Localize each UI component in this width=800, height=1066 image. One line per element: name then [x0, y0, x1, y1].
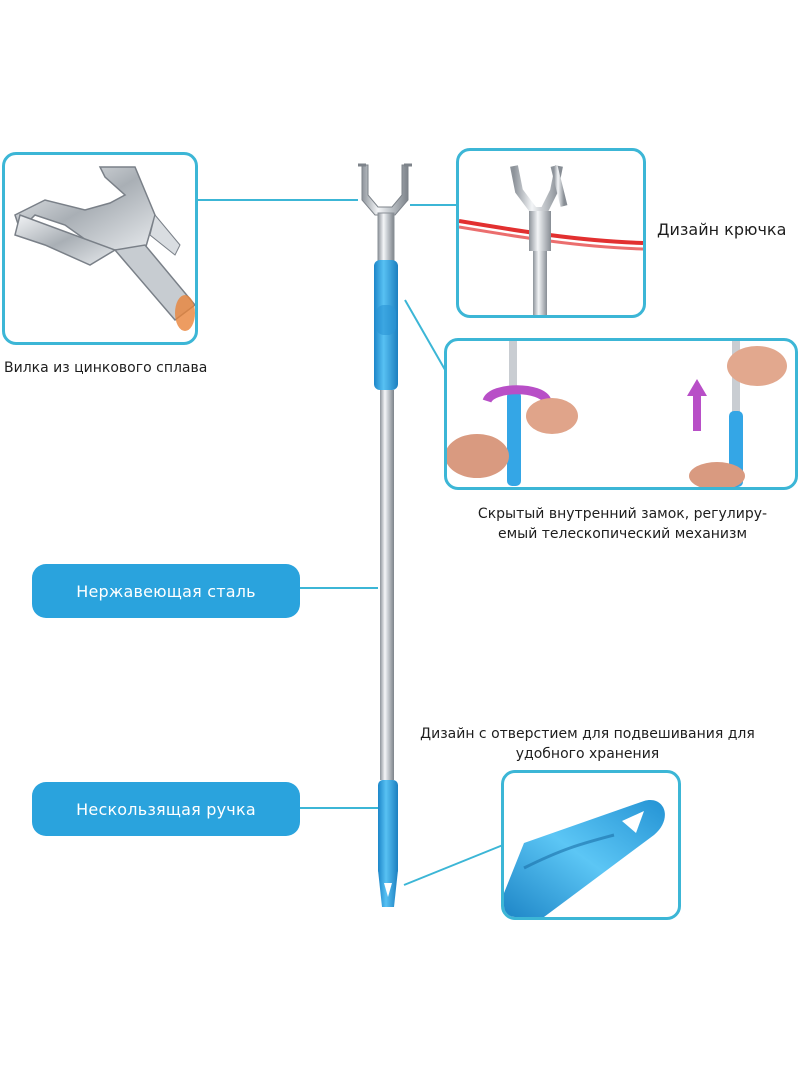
hang-caption-line2: удобного хранения [515, 746, 660, 762]
lock-caption-line1: Скрытый внутренний замок, регулиру- [477, 506, 768, 522]
stainless-steel-badge: Нержавеющая сталь [32, 564, 300, 618]
lock-mechanism-frame [444, 338, 798, 490]
handle-detail-frame [501, 770, 681, 920]
telescopic-pole-illustration [358, 163, 412, 907]
hang-caption-line1: Дизайн с отверстием для подвешивания для [420, 726, 755, 742]
lock-demo-image [447, 341, 787, 487]
lock-caption-line2: емый телескопический механизм [497, 526, 748, 542]
hook-design-label: Дизайн крючка [657, 220, 787, 239]
handle-closeup-image [504, 800, 665, 917]
nonslip-handle-badge: Нескользящая ручка [32, 782, 300, 836]
fork-closeup-image [14, 166, 195, 331]
hang-hole-caption: Дизайн с отверстием для подвешивания для… [420, 724, 755, 764]
hook-closeup-image [459, 165, 643, 315]
lock-caption: Скрытый внутренний замок, регулиру- емый… [445, 504, 800, 544]
fork-detail-frame [2, 152, 198, 345]
hook-detail-frame [456, 148, 646, 318]
fork-caption: Вилка из цинкового сплава [4, 360, 208, 376]
